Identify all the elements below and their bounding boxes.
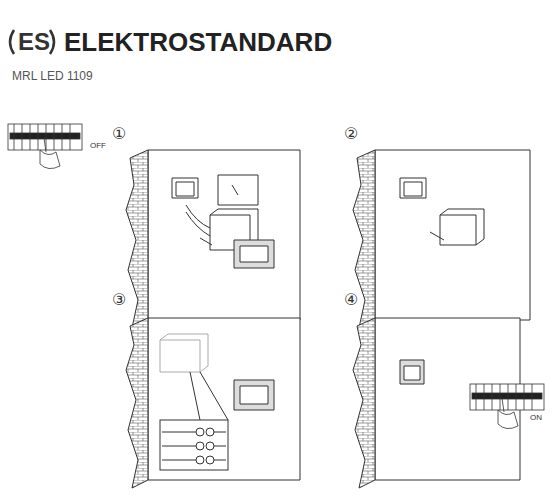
- step-number: ③: [112, 292, 126, 308]
- step-number: ①: [112, 126, 126, 142]
- breaker-panel: [8, 124, 82, 169]
- step-number: ④: [344, 292, 358, 308]
- logo-mark: ES: [18, 30, 50, 54]
- brand-title: ELEKTROSTANDARD: [64, 29, 332, 55]
- on-label: ON: [530, 414, 542, 422]
- off-label: OFF: [90, 142, 106, 150]
- model-name: MRL LED 1109: [12, 70, 93, 82]
- step-number: ②: [344, 126, 358, 142]
